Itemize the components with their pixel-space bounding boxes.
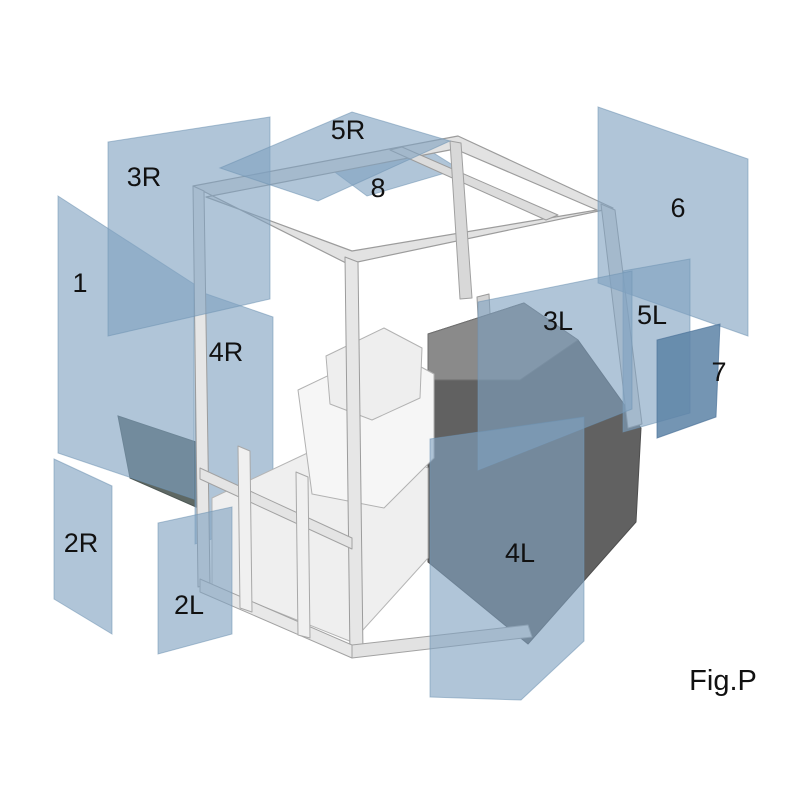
glass-panel-2L — [157, 506, 233, 655]
label-4L: 4L — [505, 538, 535, 568]
label-5L: 5L — [637, 300, 667, 330]
glass-panel-4L — [429, 416, 585, 701]
door-frame-pillar-2 — [295, 471, 311, 639]
part-labels: 1 2R 3R 4R 2L 5R 8 3L 5L 6 7 4L — [64, 115, 727, 620]
glass-panel-3L — [477, 270, 633, 471]
glass-panel-5R — [218, 111, 452, 202]
label-2L: 2L — [174, 590, 204, 620]
rear-left-pillar — [449, 140, 473, 300]
label-4R: 4R — [209, 337, 244, 367]
label-2R: 2R — [64, 528, 99, 558]
label-5R: 5R — [331, 115, 366, 145]
label-7: 7 — [711, 357, 726, 387]
glass-panel-2R — [53, 458, 113, 635]
label-6: 6 — [670, 193, 685, 223]
label-1: 1 — [72, 268, 87, 298]
figure-caption: Fig.P — [689, 665, 757, 697]
door-frame-pillar-1 — [237, 445, 253, 613]
roof-cross-beam — [389, 146, 559, 221]
label-3R: 3R — [127, 162, 162, 192]
label-8: 8 — [370, 173, 385, 203]
glass-panel-7 — [656, 323, 721, 439]
label-3L: 3L — [543, 306, 573, 336]
glass-panel-3R — [107, 116, 271, 337]
glass-panels — [53, 106, 749, 701]
